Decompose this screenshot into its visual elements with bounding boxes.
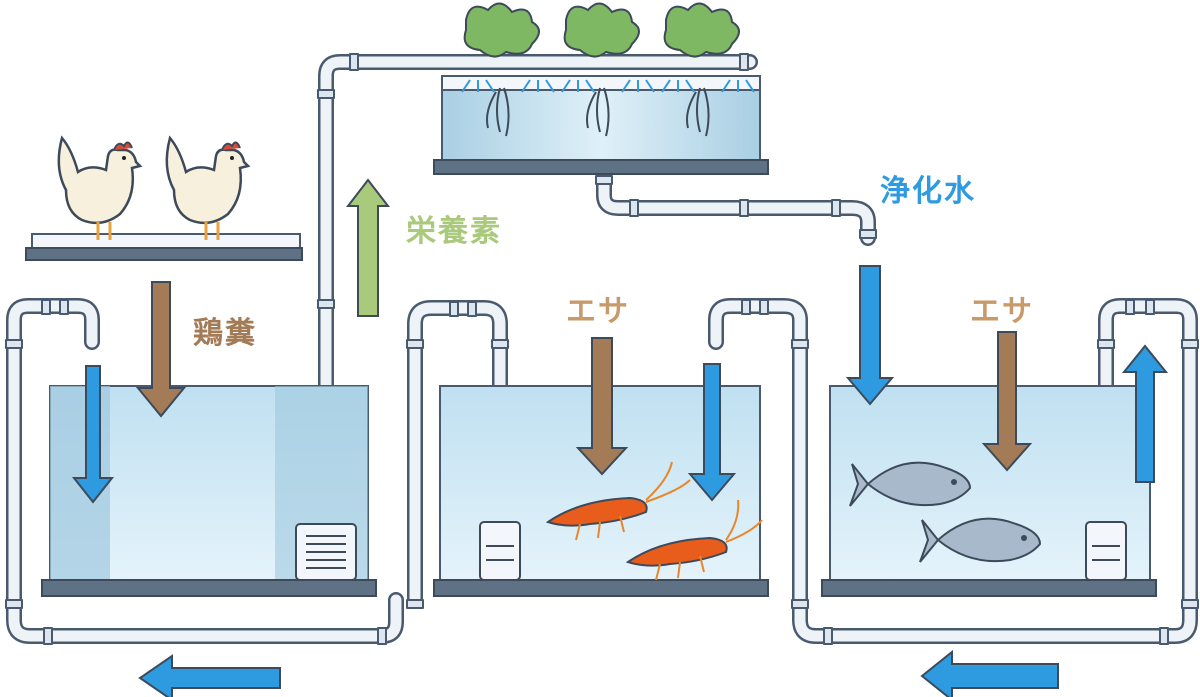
label-feed-fish: エサ: [970, 294, 1034, 329]
shrimp-icon: [545, 461, 691, 541]
pipe-network: [5, 53, 1199, 645]
purified-water-arrow: [845, 265, 895, 406]
lettuce-icon: [563, 2, 640, 58]
water-flow-arrow: [71, 365, 115, 504]
fish-tank: [821, 385, 1157, 597]
label-nutrients: 栄養素: [406, 214, 502, 249]
chicken-shelf: [25, 233, 303, 261]
manure-arrow: [135, 281, 187, 418]
water-flow-arrow-up: [1121, 344, 1169, 483]
plant-bed: [433, 75, 769, 175]
shrimp-icon: [625, 499, 763, 581]
return-arrow-right-tank: [920, 649, 1059, 697]
return-arrow-left: [138, 654, 281, 697]
chicken-icon: [57, 135, 143, 240]
fish-icon: [919, 517, 1042, 563]
chicken-icon: [165, 135, 251, 240]
label-purified-water: 浄化水: [880, 174, 976, 209]
lettuce-icon: [663, 2, 740, 58]
lettuce-icon: [463, 2, 540, 58]
feed-arrow-shrimp: [575, 337, 629, 476]
fish-icon: [849, 461, 972, 507]
water-flow-arrow: [687, 363, 737, 502]
label-chicken-manure: 鶏糞: [193, 316, 257, 351]
nutrient-arrow: [345, 178, 391, 317]
feed-arrow-fish: [981, 331, 1033, 472]
label-feed-shrimp: エサ: [566, 294, 630, 329]
